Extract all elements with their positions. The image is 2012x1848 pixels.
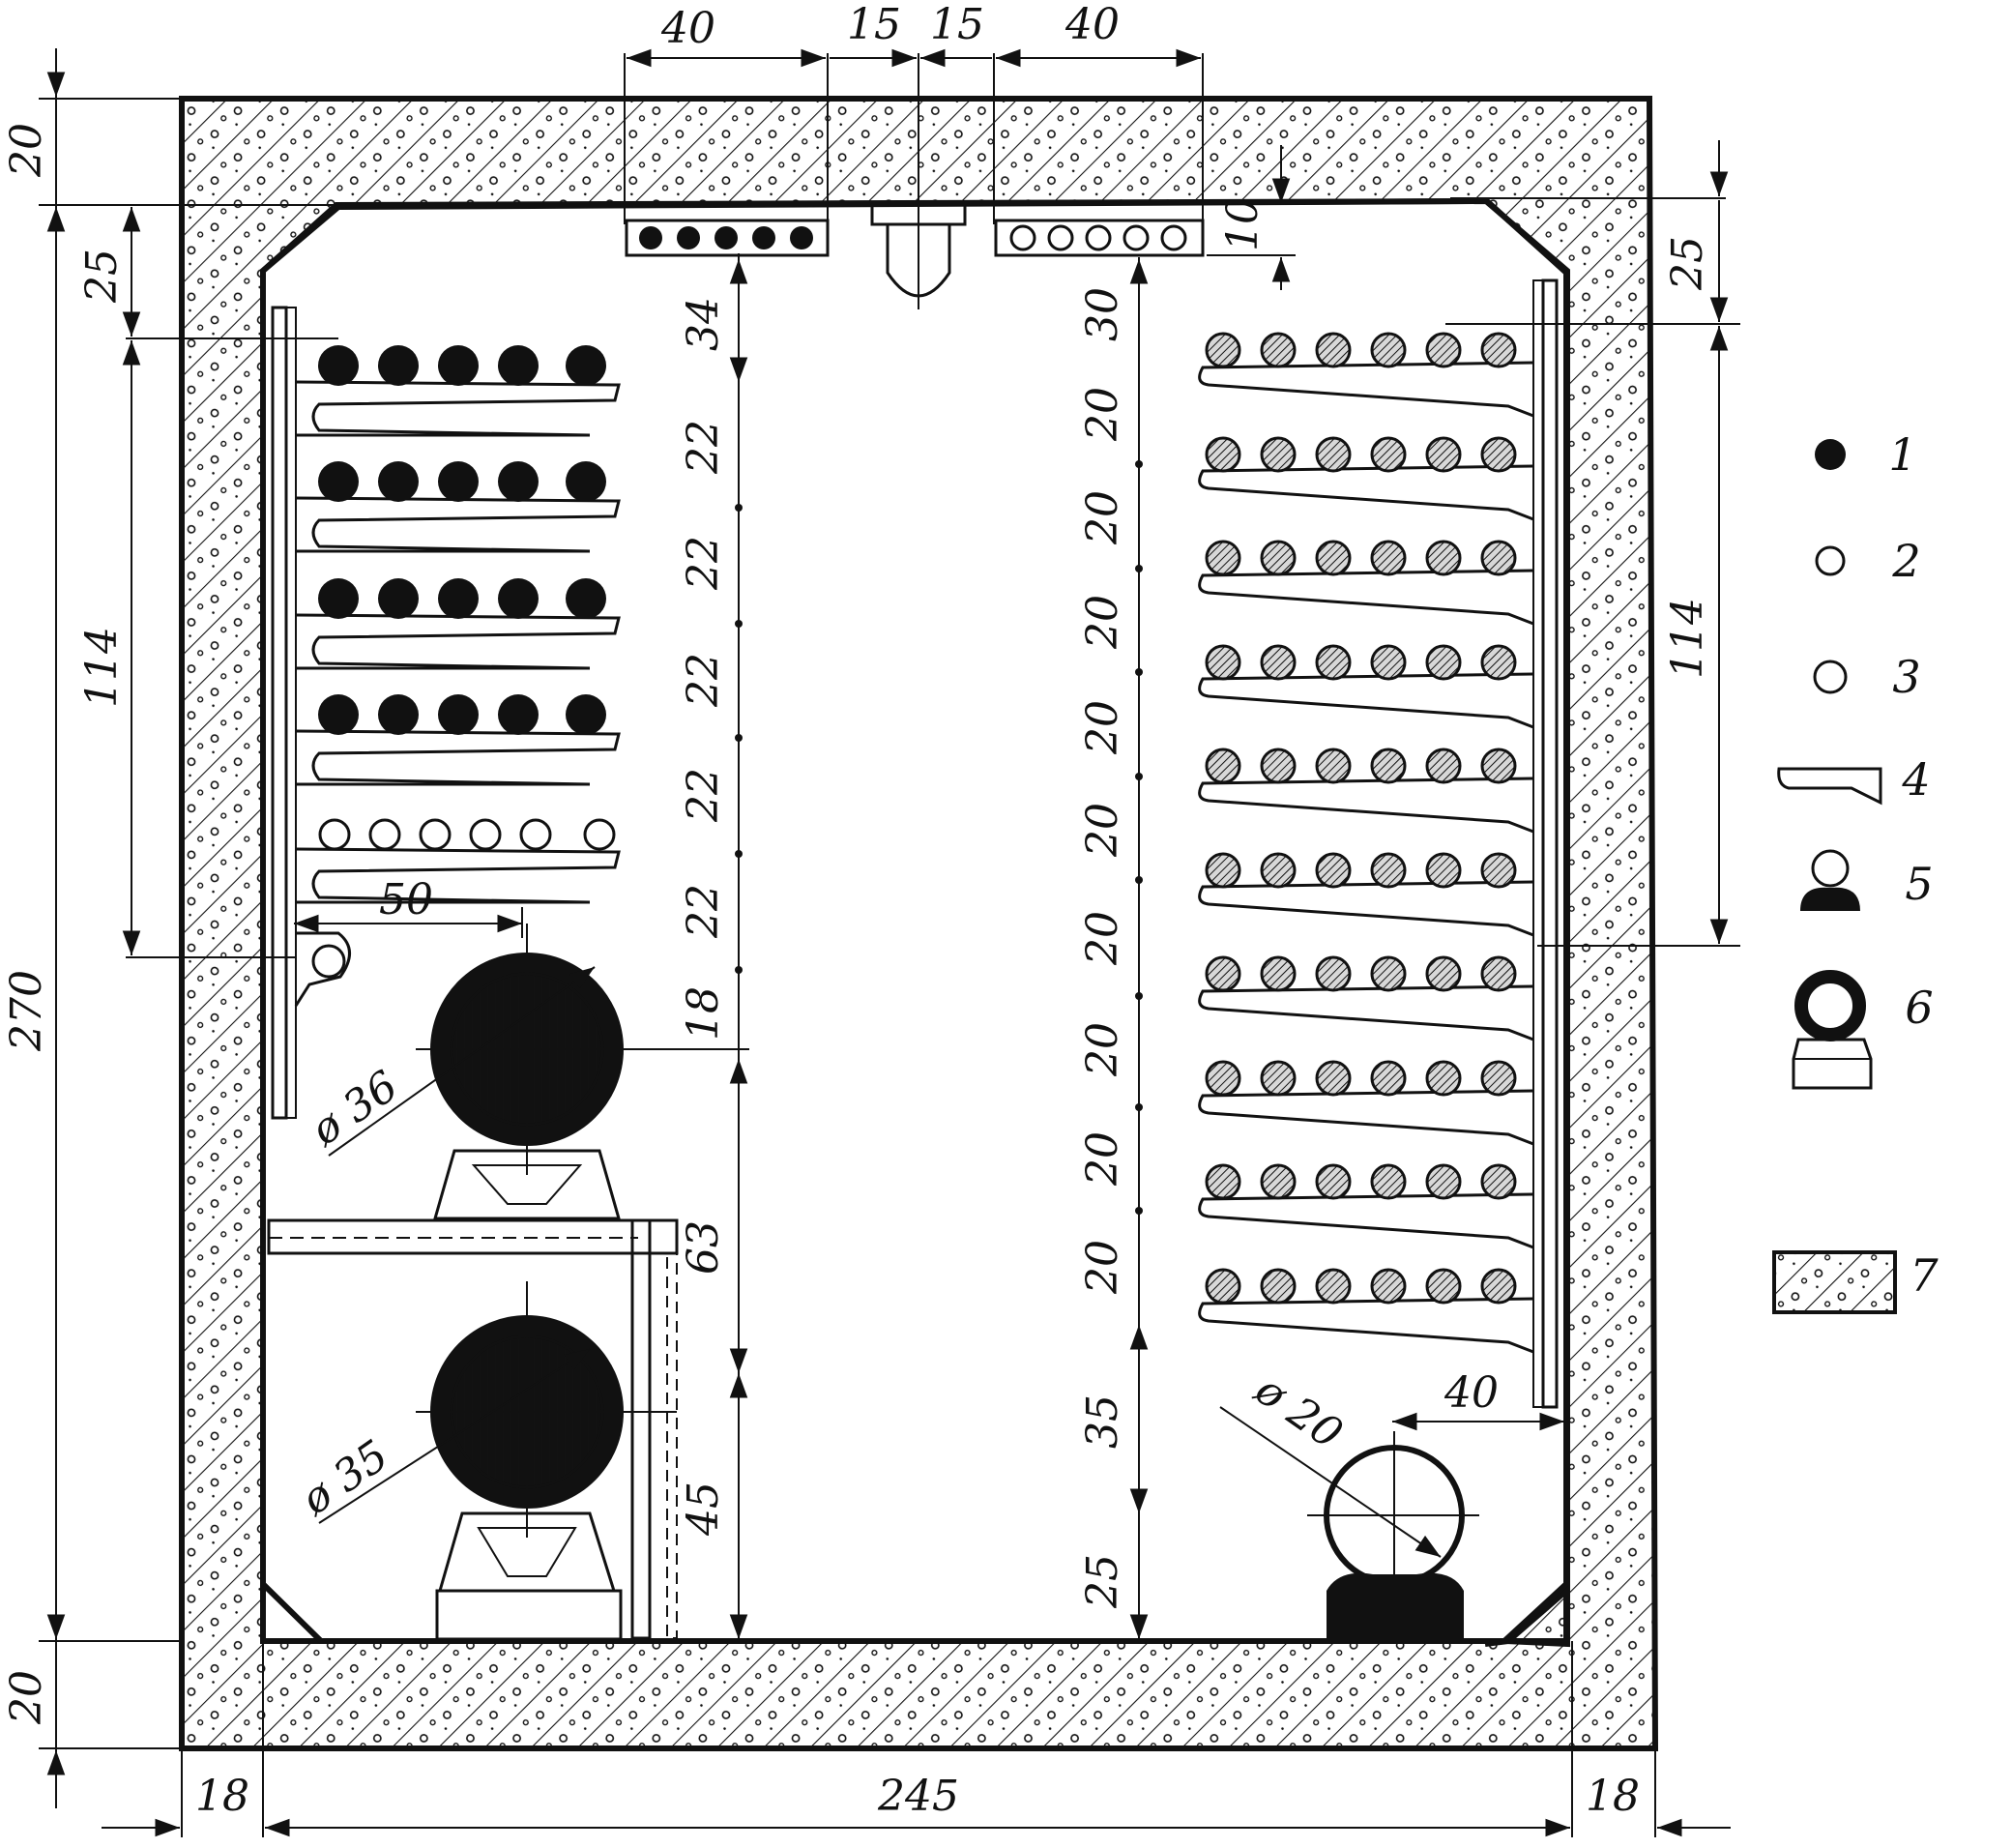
dimension-lines	[39, 48, 1740, 1837]
white-cable-icon	[1813, 660, 1848, 694]
svg-text:6: 6	[1905, 982, 1933, 1034]
dim-total-height: 270	[2, 970, 51, 1052]
legend-item-3: 3	[1813, 651, 1921, 703]
lower-pipe	[416, 1281, 677, 1641]
pipe-on-support-icon	[1792, 970, 1873, 1090]
right-hatched-cables	[1205, 332, 1517, 1305]
legend-item-6: 6	[1792, 970, 1934, 1090]
dim-right-chain: 20	[1078, 1131, 1127, 1187]
dim-top-right-tray: 40	[1064, 0, 1120, 49]
dim-top-left-tray: 40	[660, 4, 715, 53]
dim-right-chain: 20	[1078, 700, 1127, 755]
dim-right-chain: 20	[1078, 1240, 1127, 1295]
dim-left-wall: 18	[195, 1772, 249, 1821]
dim-top-wall: 20	[2, 123, 51, 178]
legend-item-4: 4	[1777, 753, 1931, 806]
left-white-cables	[318, 818, 616, 851]
dim-top-center-left: 15	[847, 0, 901, 49]
dim-right-chain: 35	[1078, 1394, 1127, 1449]
dim-left-chain: 22	[679, 768, 728, 823]
legend: 1 2 3 4 5 6	[1772, 428, 1939, 1314]
dim-tray-depth: 10	[1218, 197, 1268, 251]
dim-right-rack-height: 114	[1663, 598, 1712, 679]
top-right-tray	[994, 219, 1205, 257]
dim-left-chain: 45	[679, 1481, 728, 1537]
dim-left-rack-height: 114	[77, 627, 127, 708]
dim-right-chain: 20	[1078, 490, 1127, 545]
dim-left-bracket-top: 25	[77, 249, 127, 304]
dim-pipe-upper: ø 36	[302, 1062, 407, 1157]
legend-item-7: 7	[1772, 1249, 1939, 1314]
dim-right-chain: 20	[1078, 803, 1127, 858]
dim-pipe-small: ø 20	[1245, 1364, 1351, 1459]
legend-item-1: 1	[1815, 428, 1917, 481]
dim-right-chain: 30	[1078, 287, 1127, 341]
top-left-tray	[625, 219, 830, 257]
legend-item-5: 5	[1800, 849, 1934, 911]
dim-right-chain: 20	[1078, 911, 1127, 966]
concrete-icon	[1772, 1250, 1897, 1314]
dim-left-chain: 63	[679, 1220, 728, 1275]
right-brackets	[1198, 361, 1534, 1354]
svg-text:4: 4	[1901, 753, 1930, 806]
dim-bottom-wall: 20	[2, 1670, 51, 1725]
svg-text:3: 3	[1892, 651, 1920, 703]
dim-pipe-lower: ø 35	[292, 1431, 397, 1526]
dim-right-chain: 20	[1078, 1022, 1127, 1077]
svg-text:2: 2	[1891, 535, 1920, 587]
dim-left-chain: 22	[679, 653, 728, 708]
dim-pipe-small-offset: 40	[1443, 1368, 1499, 1418]
upper-pipe	[416, 924, 657, 1220]
svg-text:5: 5	[1905, 858, 1933, 910]
dim-left-chain: 22	[679, 536, 728, 591]
dim-left-chain: 34	[679, 297, 728, 351]
bracket-icon	[1777, 767, 1882, 806]
right-cable-rack	[1198, 279, 1559, 1409]
dim-right-bracket-top: 25	[1663, 236, 1712, 291]
dim-left-chain: 22	[679, 420, 728, 475]
dim-right-chain: 25	[1078, 1554, 1127, 1609]
cabinet	[267, 1218, 679, 1640]
left-cable-rack	[271, 306, 621, 1120]
hatched-cable-icon	[1815, 545, 1846, 576]
dim-top-center-right: 15	[930, 0, 984, 49]
small-pipe	[1307, 1431, 1479, 1641]
support-icon	[1800, 849, 1860, 911]
dim-right-wall: 18	[1586, 1772, 1640, 1821]
black-cable-icon	[1815, 439, 1846, 470]
svg-text:1: 1	[1888, 428, 1916, 481]
left-brackets	[295, 380, 621, 904]
dim-bracket-reach: 50	[379, 875, 433, 924]
legend-item-2: 2	[1815, 535, 1921, 587]
dim-right-chain: 20	[1078, 595, 1127, 650]
dim-inner-width: 245	[877, 1772, 959, 1821]
dim-left-chain: 22	[679, 884, 728, 939]
left-black-cables	[318, 345, 606, 735]
dim-right-chain: 20	[1078, 387, 1127, 442]
svg-text:7: 7	[1910, 1249, 1939, 1302]
left-low-hook	[294, 931, 351, 1007]
dim-left-chain: 18	[679, 986, 728, 1041]
